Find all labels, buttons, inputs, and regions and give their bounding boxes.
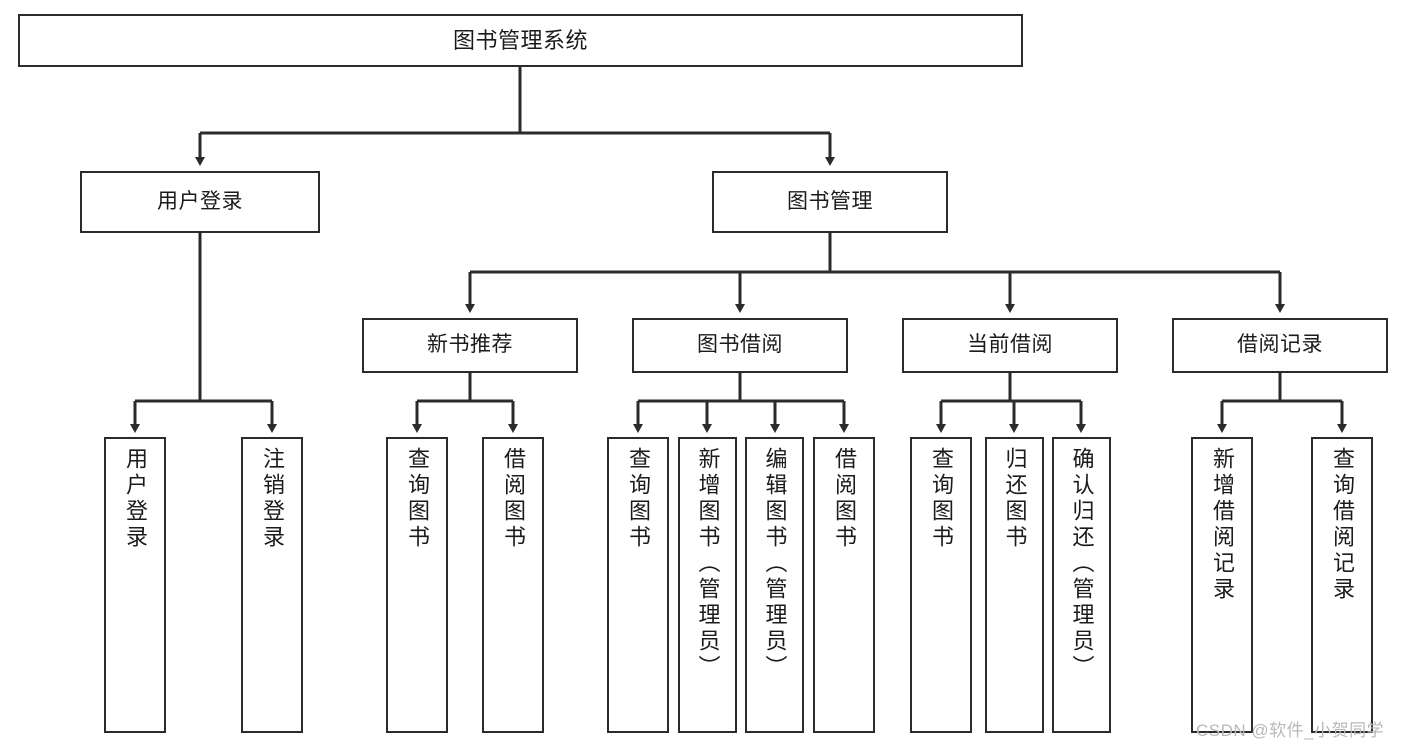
node-book-borrow[interactable]: 图书借阅 (632, 318, 848, 373)
node-leaf-add-borrow-record[interactable]: 新增借阅记录 (1191, 437, 1253, 733)
node-book-manage-label: 图书管理 (787, 189, 873, 213)
node-current-borrow-label: 当前借阅 (967, 333, 1053, 357)
node-leaf-edit-book-admin[interactable]: 编辑图书（管理员） (745, 437, 804, 733)
node-leaf-query-book-2-label: 查询图书 (626, 447, 651, 551)
node-user-login-label: 用户登录 (157, 189, 243, 213)
node-leaf-query-book-3-label: 查询图书 (929, 447, 954, 551)
node-borrow-record[interactable]: 借阅记录 (1172, 318, 1388, 373)
node-leaf-borrow-book-1-label: 借阅图书 (501, 447, 526, 551)
node-leaf-add-book-admin-label: 新增图书（管理员） (695, 447, 721, 681)
node-root[interactable]: 图书管理系统 (18, 14, 1023, 67)
node-leaf-query-borrow-record-label: 查询借阅记录 (1330, 447, 1355, 603)
node-book-manage[interactable]: 图书管理 (712, 171, 948, 233)
node-leaf-user-logout[interactable]: 注销登录 (241, 437, 303, 733)
node-leaf-confirm-return-admin[interactable]: 确认归还（管理员） (1052, 437, 1111, 733)
node-leaf-borrow-book-2[interactable]: 借阅图书 (813, 437, 875, 733)
node-leaf-user-login[interactable]: 用户登录 (104, 437, 166, 733)
node-leaf-query-book-2[interactable]: 查询图书 (607, 437, 669, 733)
node-borrow-record-label: 借阅记录 (1237, 333, 1323, 357)
node-new-book-recommend[interactable]: 新书推荐 (362, 318, 578, 373)
node-leaf-query-book-1[interactable]: 查询图书 (386, 437, 448, 733)
watermark: CSDN @软件_小贺同学 (1196, 721, 1385, 740)
node-book-borrow-label: 图书借阅 (697, 333, 783, 357)
node-root-label: 图书管理系统 (452, 27, 588, 53)
node-leaf-query-borrow-record[interactable]: 查询借阅记录 (1311, 437, 1373, 733)
node-leaf-query-book-3[interactable]: 查询图书 (910, 437, 972, 733)
node-leaf-add-book-admin[interactable]: 新增图书（管理员） (678, 437, 737, 733)
node-leaf-return-book[interactable]: 归还图书 (985, 437, 1044, 733)
node-leaf-borrow-book-2-label: 借阅图书 (832, 447, 857, 551)
node-leaf-user-logout-label: 注销登录 (260, 447, 285, 551)
node-user-login[interactable]: 用户登录 (80, 171, 320, 233)
node-new-book-recommend-label: 新书推荐 (427, 333, 513, 357)
node-leaf-borrow-book-1[interactable]: 借阅图书 (482, 437, 544, 733)
node-current-borrow[interactable]: 当前借阅 (902, 318, 1118, 373)
node-leaf-add-borrow-record-label: 新增借阅记录 (1210, 447, 1235, 603)
node-leaf-edit-book-admin-label: 编辑图书（管理员） (762, 447, 788, 681)
node-leaf-confirm-return-admin-label: 确认归还（管理员） (1069, 447, 1095, 681)
node-leaf-user-login-label: 用户登录 (123, 447, 148, 551)
node-leaf-return-book-label: 归还图书 (1002, 447, 1028, 551)
node-leaf-query-book-1-label: 查询图书 (405, 447, 430, 551)
